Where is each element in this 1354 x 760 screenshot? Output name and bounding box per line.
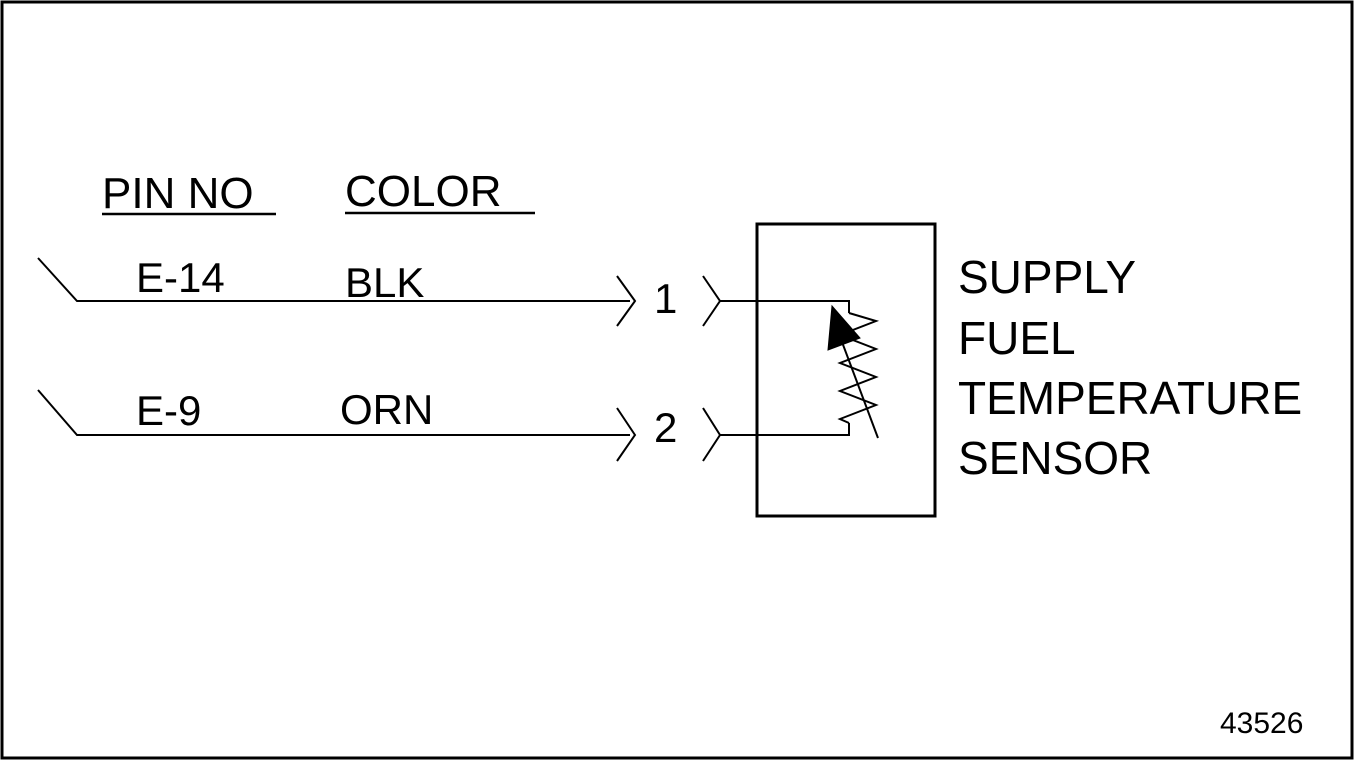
wire-2-pin-label: E-9 [136, 387, 201, 434]
wire-1-connector-socket [702, 275, 722, 327]
wire-1-connector-pin: 1 [654, 275, 677, 322]
wire-2-line [37, 389, 630, 436]
variable-arrow-head [827, 304, 861, 351]
wire-row-2: E-9 ORN 2 [37, 386, 722, 462]
wire-2-terminal-arrow [616, 407, 637, 462]
thermistor-icon [827, 304, 880, 439]
wire-1-terminal-arrow [616, 275, 637, 327]
sensor-lead-2 [720, 423, 850, 436]
wire-2-color-label: ORN [340, 386, 433, 433]
wire-1-pin-label: E-14 [136, 254, 225, 301]
sensor-name-line-2: FUEL [958, 312, 1076, 364]
sensor-name-line-1: SUPPLY [958, 251, 1136, 303]
color-header: COLOR [345, 167, 501, 216]
wire-1-line [37, 257, 630, 302]
wire-2-connector-socket [702, 407, 722, 462]
sensor-housing [755, 222, 937, 518]
figure-number: 43526 [1220, 707, 1303, 740]
wire-row-1: E-14 BLK 1 [37, 254, 722, 327]
sensor-name-line-4: SENSOR [958, 432, 1152, 484]
pin-no-header: PIN NO [102, 169, 254, 218]
sensor-name-line-3: TEMPERATURE [958, 372, 1302, 424]
resistor-zigzag [837, 312, 880, 424]
wire-1-color-label: BLK [345, 259, 424, 306]
sensor-lead-1 [720, 300, 850, 313]
wire-2-connector-pin: 2 [654, 404, 677, 451]
